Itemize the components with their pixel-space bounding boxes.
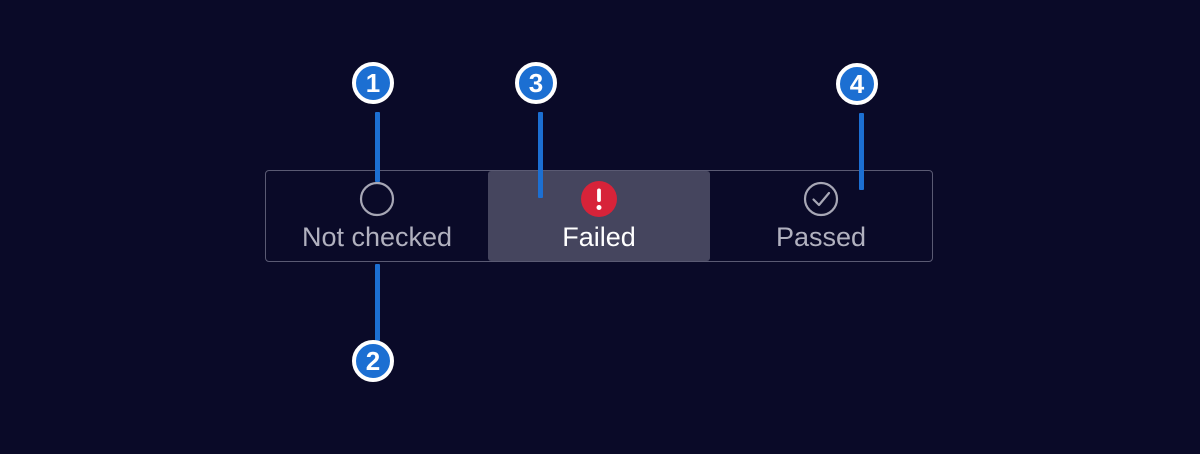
callout-badge-3: 3: [515, 62, 557, 104]
status-filter-bar: Not checked Failed Passed: [265, 170, 933, 262]
callout-badge-1: 1: [352, 62, 394, 104]
callout-number-1: 1: [365, 67, 381, 98]
callout-badge-2: 2: [352, 340, 394, 382]
check-circle-icon: [803, 181, 839, 216]
callout-badge-4: 4: [836, 63, 878, 105]
callout-4-leader-line: [859, 113, 864, 190]
segment-passed[interactable]: Passed: [710, 171, 932, 261]
circle-outline-icon: [359, 181, 395, 216]
segment-label-not-checked: Not checked: [301, 221, 453, 252]
callout-number-2: 2: [365, 345, 381, 376]
callout-number-3: 3: [528, 67, 544, 98]
segment-label-failed: Failed: [562, 221, 636, 252]
error-exclamation-icon: [581, 180, 617, 217]
callout-1-leader-line: [375, 112, 380, 182]
segment-label-passed: Passed: [775, 221, 867, 252]
segment-failed[interactable]: Failed: [488, 171, 710, 261]
callout-2-leader-line: [375, 264, 380, 341]
segment-not-checked[interactable]: Not checked: [266, 171, 488, 261]
callout-number-4: 4: [849, 68, 865, 99]
callout-3-leader-line: [538, 112, 543, 198]
